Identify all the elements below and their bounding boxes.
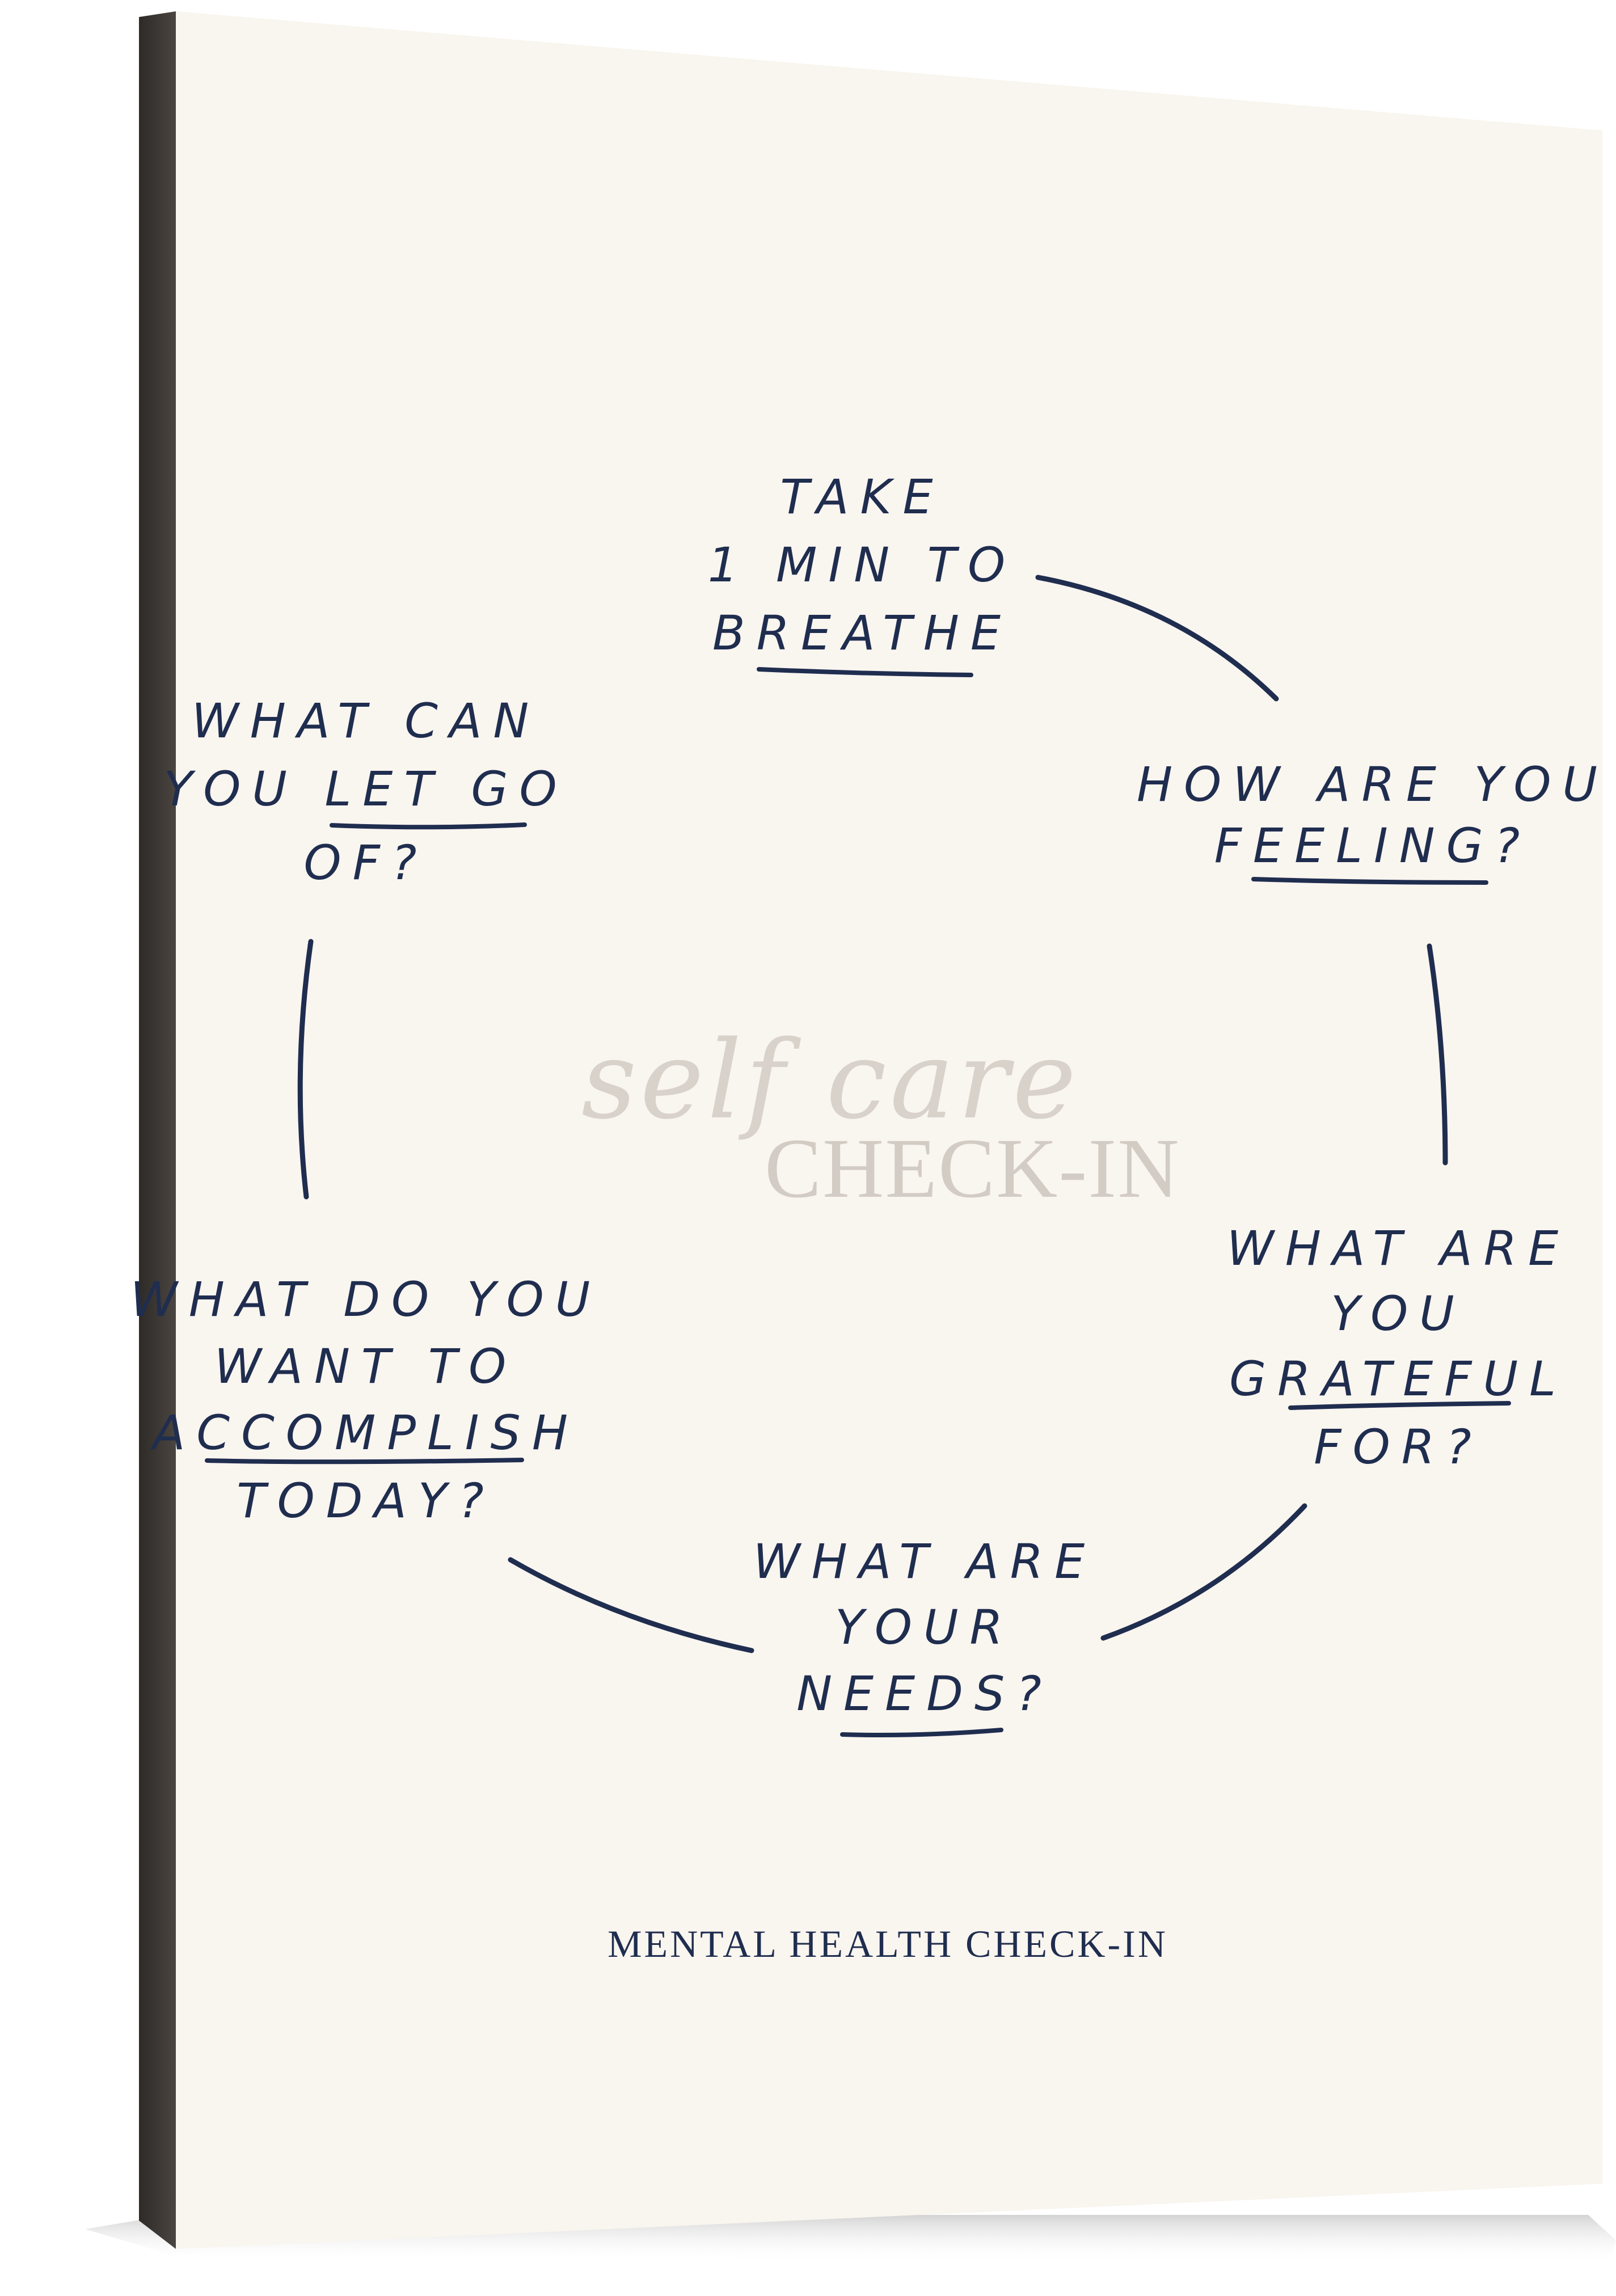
step-line: WHAT CAN bbox=[192, 693, 541, 749]
step-line: GRATEFUL bbox=[1229, 1351, 1567, 1407]
canvas-side-edge bbox=[139, 11, 176, 2249]
step-line: OF? bbox=[303, 835, 428, 890]
center-main-title: CHECK-IN bbox=[765, 1121, 1180, 1215]
step-line: ACCOMPLISH bbox=[150, 1405, 579, 1461]
step-line: TODAY? bbox=[237, 1473, 495, 1529]
underline-feeling bbox=[1251, 877, 1488, 885]
step-feeling: HOW ARE YOU FEELING? bbox=[1137, 757, 1609, 873]
footer-caption: MENTAL HEALTH CHECK-IN bbox=[607, 1922, 1168, 1965]
step-breathe: TAKE 1 MIN TO BREATHE bbox=[708, 469, 1016, 661]
underline-breathe bbox=[757, 667, 973, 677]
underline-needs bbox=[840, 1728, 1003, 1737]
step-needs: WHAT ARE YOUR NEEDS? bbox=[753, 1534, 1096, 1721]
step-line: HOW ARE YOU bbox=[1137, 757, 1609, 812]
underline-grateful bbox=[1288, 1401, 1511, 1410]
step-grateful: WHAT ARE YOU GRATEFUL FOR? bbox=[1227, 1221, 1570, 1475]
step-line: YOU LET GO bbox=[163, 761, 568, 817]
step-line: TAKE bbox=[780, 469, 944, 525]
canvas-face bbox=[176, 11, 1602, 2249]
step-line: NEEDS? bbox=[796, 1666, 1053, 1721]
step-line: YOU bbox=[1331, 1286, 1465, 1341]
underline-let-go bbox=[330, 822, 527, 830]
arrow-accomplish-to-let-go-icon bbox=[297, 939, 314, 1200]
arrow-needs-to-accomplish-icon bbox=[508, 1557, 754, 1653]
step-line: FEELING? bbox=[1214, 818, 1531, 873]
underline-accomplish bbox=[205, 1458, 524, 1464]
step-line: WANT TO bbox=[214, 1339, 518, 1394]
step-accomplish: WHAT DO YOU WANT TO ACCOMPLISH TODAY? bbox=[130, 1272, 602, 1529]
step-line: YOUR bbox=[835, 1599, 1014, 1655]
step-line: FOR? bbox=[1314, 1419, 1482, 1475]
arrow-breathe-to-feeling-icon bbox=[1035, 575, 1279, 702]
step-line: WHAT DO YOU bbox=[130, 1272, 602, 1327]
arrow-grateful-to-needs-icon bbox=[1100, 1503, 1307, 1641]
step-line: WHAT ARE bbox=[1227, 1221, 1570, 1276]
center-script-title: self care bbox=[581, 1018, 1079, 1143]
step-line: BREATHE bbox=[712, 605, 1012, 661]
step-line: 1 MIN TO bbox=[708, 537, 1016, 593]
arrow-feeling-to-grateful-icon bbox=[1427, 943, 1445, 1166]
step-let-go: WHAT CAN YOU LET GO OF? bbox=[163, 693, 568, 890]
step-line: WHAT ARE bbox=[753, 1534, 1096, 1589]
